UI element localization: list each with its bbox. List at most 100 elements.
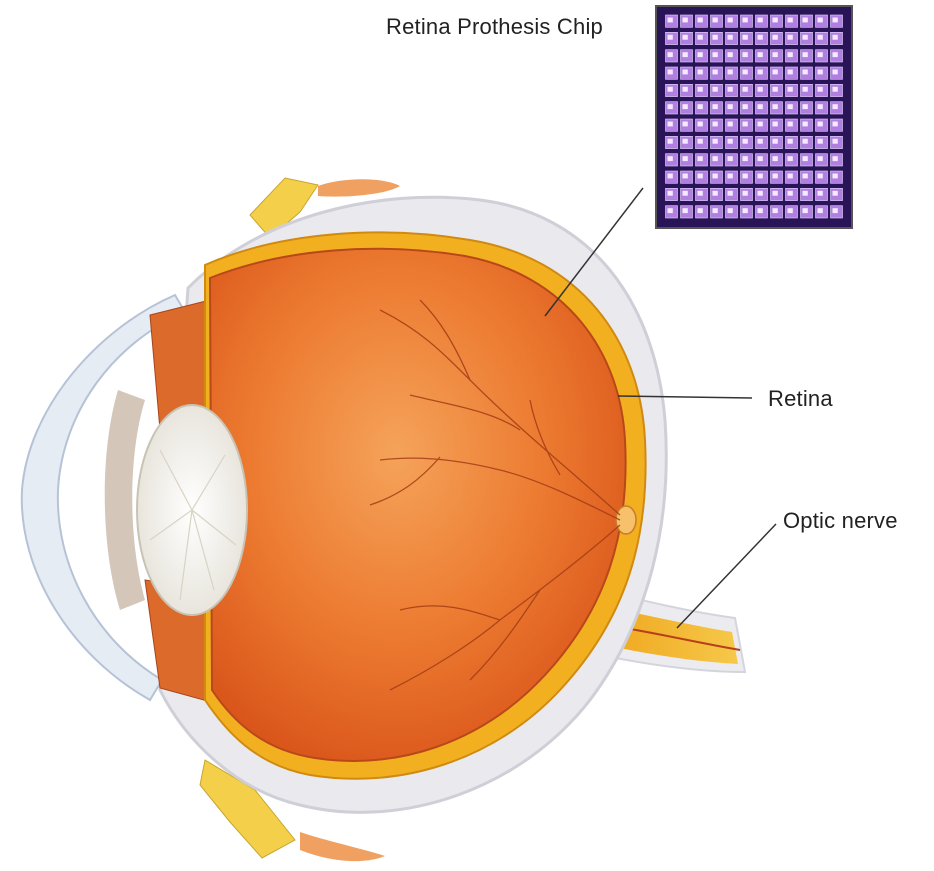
chip-electrode-pad [833, 191, 838, 196]
chip-electrode-pad [743, 122, 748, 127]
chip-electrode-pad [743, 156, 748, 161]
chip-electrode-pad [758, 70, 763, 75]
chip-electrode-pad [698, 35, 703, 40]
chip-electrode-pad [683, 208, 688, 213]
chip-electrode-pad [668, 87, 673, 92]
chip-electrode-pad [668, 122, 673, 127]
chip-electrode-pad [833, 104, 838, 109]
chip-electrode-pad [668, 191, 673, 196]
chip-electrode-pad [668, 174, 673, 179]
chip-electrode-pad [683, 18, 688, 23]
chip-electrode-pad [818, 35, 823, 40]
chip-electrode-pad [803, 87, 808, 92]
chip-electrode-pad [668, 70, 673, 75]
chip-electrode-pad [758, 52, 763, 57]
chip-electrode-pad [758, 174, 763, 179]
chip-electrode-pad [743, 191, 748, 196]
chip-electrode-pad [803, 139, 808, 144]
retina-prothesis-chip-label: Retina Prothesis Chip [386, 14, 603, 40]
retina-prothesis-chip [656, 6, 852, 228]
chip-electrode-pad [803, 70, 808, 75]
chip-electrode-pad [728, 156, 733, 161]
lower-muscle-tendon [300, 832, 385, 861]
chip-electrode-pad [698, 104, 703, 109]
chip-electrode-pad [758, 139, 763, 144]
chip-electrode-pad [683, 104, 688, 109]
chip-electrode-pad [818, 156, 823, 161]
chip-electrode-pad [728, 139, 733, 144]
chip-electrode-pad [833, 18, 838, 23]
chip-electrode-pad [743, 208, 748, 213]
chip-electrode-pad [698, 191, 703, 196]
chip-electrode-pad [833, 139, 838, 144]
optic-nerve-leader-line [677, 524, 776, 628]
chip-electrode-pad [818, 70, 823, 75]
chip-electrode-pad [833, 174, 838, 179]
chip-electrode-pad [803, 35, 808, 40]
chip-electrode-pad [728, 104, 733, 109]
chip-electrode-pad [683, 70, 688, 75]
chip-electrode-pad [713, 139, 718, 144]
chip-electrode-pad [698, 208, 703, 213]
chip-electrode-pad [713, 70, 718, 75]
chip-electrode-pad [713, 52, 718, 57]
chip-electrode-pad [698, 122, 703, 127]
chip-electrode-pad [818, 191, 823, 196]
chip-electrode-pad [728, 70, 733, 75]
chip-electrode-pad [668, 208, 673, 213]
chip-electrode-pad [833, 52, 838, 57]
chip-electrode-pad [788, 35, 793, 40]
chip-electrode-pad [788, 156, 793, 161]
chip-electrode-pad [773, 174, 778, 179]
chip-electrode-pad [728, 174, 733, 179]
chip-electrode-pad [788, 208, 793, 213]
chip-electrode-pad [758, 18, 763, 23]
chip-electrode-pad [728, 191, 733, 196]
chip-electrode-pad [743, 70, 748, 75]
chip-electrode-pad [713, 174, 718, 179]
chip-electrode-pad [788, 191, 793, 196]
chip-electrode-pad [803, 208, 808, 213]
chip-electrode-pad [788, 52, 793, 57]
chip-electrode-pad [713, 208, 718, 213]
chip-electrode-pad [788, 122, 793, 127]
chip-electrode-pad [743, 35, 748, 40]
chip-electrode-pad [788, 87, 793, 92]
chip-electrode-pad [743, 104, 748, 109]
chip-electrode-pad [713, 87, 718, 92]
chip-electrode-pad [728, 122, 733, 127]
chip-electrode-pad [728, 208, 733, 213]
upper-muscle-tendon [318, 179, 400, 196]
chip-electrode-pad [668, 104, 673, 109]
chip-electrode-pad [833, 208, 838, 213]
chip-electrode-pad [683, 156, 688, 161]
chip-electrode-pad [728, 18, 733, 23]
chip-electrode-pad [668, 18, 673, 23]
chip-electrode-pad [743, 18, 748, 23]
chip-electrode-pad [668, 35, 673, 40]
chip-electrode-pad [728, 35, 733, 40]
chip-electrode-pad [758, 35, 763, 40]
chip-electrode-pad [683, 52, 688, 57]
chip-electrode-pad [788, 18, 793, 23]
chip-electrode-pad [773, 104, 778, 109]
chip-electrode-pad [773, 70, 778, 75]
chip-electrode-pad [743, 52, 748, 57]
chip-electrode-pad [698, 156, 703, 161]
chip-electrode-pad [683, 87, 688, 92]
chip-electrode-pad [818, 174, 823, 179]
chip-electrode-pad [698, 52, 703, 57]
chip-electrode-pad [683, 35, 688, 40]
chip-electrode-pad [803, 104, 808, 109]
chip-electrode-pad [683, 122, 688, 127]
chip-electrode-pad [743, 87, 748, 92]
chip-electrode-pad [818, 104, 823, 109]
chip-electrode-pad [713, 191, 718, 196]
chip-electrode-pad [773, 139, 778, 144]
chip-electrode-pad [818, 52, 823, 57]
chip-electrode-pad [788, 70, 793, 75]
chip-electrode-pad [833, 122, 838, 127]
chip-electrode-pad [668, 139, 673, 144]
chip-electrode-pad [698, 87, 703, 92]
